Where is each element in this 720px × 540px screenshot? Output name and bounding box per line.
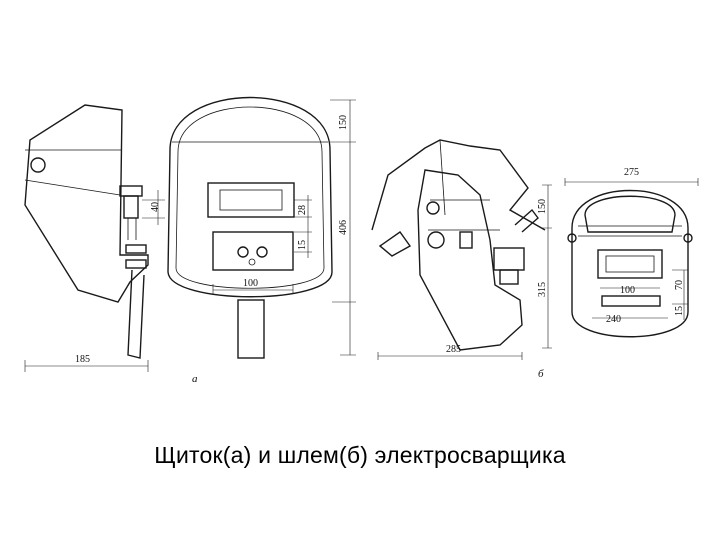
caption: Щиток(а) и шлем(б) электросварщика bbox=[154, 442, 566, 468]
dim-70: 70 bbox=[674, 280, 685, 290]
dim-28: 28 bbox=[297, 205, 308, 215]
shield-front-view bbox=[167, 96, 356, 359]
dim-15-b: 15 bbox=[674, 306, 685, 316]
dim-15: 15 bbox=[297, 240, 308, 250]
dim-406: 406 bbox=[338, 220, 349, 235]
dim-150-b: 150 bbox=[537, 199, 548, 214]
dim-150: 150 bbox=[338, 115, 349, 130]
technical-drawing: 185 40 150 406 28 15 100 а 285 1 bbox=[24, 96, 699, 385]
dim-185: 185 bbox=[75, 354, 90, 365]
dim-240: 240 bbox=[606, 314, 621, 325]
dim-40: 40 bbox=[150, 202, 161, 212]
label-b: б bbox=[538, 368, 544, 380]
helmet-side-view bbox=[371, 139, 552, 360]
shield-side-view bbox=[24, 104, 165, 359]
dim-line-185 bbox=[24, 360, 149, 372]
dim-285: 285 bbox=[446, 344, 461, 355]
dim-275: 275 bbox=[624, 167, 639, 178]
helmet-front-view bbox=[564, 178, 699, 338]
dim-100-a: 100 bbox=[243, 278, 258, 289]
dim-315: 315 bbox=[537, 282, 548, 297]
dim-100-b: 100 bbox=[620, 285, 635, 296]
label-a: а bbox=[192, 373, 198, 385]
